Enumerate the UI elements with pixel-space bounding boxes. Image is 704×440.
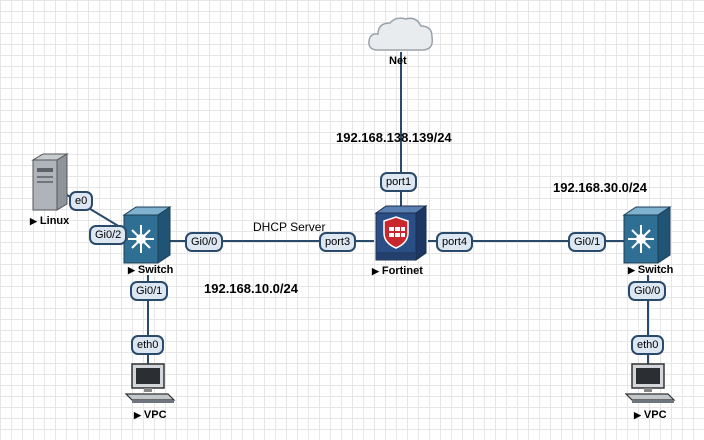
computer-icon[interactable] [624,362,678,404]
triangle-icon: ▶ [30,216,37,226]
port-label-vpc-left-eth0[interactable]: eth0 [131,335,165,355]
computer-icon[interactable] [124,362,178,404]
port-label-linux-e0[interactable]: e0 [69,191,94,211]
triangle-icon: ▶ [634,410,641,420]
switch-icon[interactable] [118,205,178,265]
port-label-fortinet-port3[interactable]: port3 [319,232,357,252]
triangle-icon: ▶ [128,265,135,275]
triangle-icon: ▶ [628,265,635,275]
vpc-right-label: ▶VPC [634,409,667,421]
net-label: Net [389,55,407,67]
switch-icon[interactable] [618,205,678,265]
port-label-switch-left-gi00[interactable]: Gi0/0 [185,232,224,252]
port-label-switch-right-gi00[interactable]: Gi0/0 [628,281,667,301]
fortinet-label: ▶Fortinet [372,265,423,277]
firewall-icon[interactable] [372,203,430,263]
right-subnet-label: 192.168.30.0/24 [553,180,647,195]
linux-label: ▶Linux [30,215,70,227]
port-label-fortinet-port4[interactable]: port4 [436,232,474,252]
vpc-left-label: ▶VPC [134,409,167,421]
cloud-icon[interactable] [366,14,436,54]
port-label-switch-left-gi01[interactable]: Gi0/1 [130,281,169,301]
triangle-icon: ▶ [372,266,379,276]
left-subnet-label: 192.168.10.0/24 [204,281,298,296]
wan-subnet-label: 192.168.138.139/24 [336,130,452,145]
port-label-fortinet-port1[interactable]: port1 [380,172,418,192]
port-label-switch-right-gi01[interactable]: Gi0/1 [568,232,607,252]
server-icon[interactable] [27,152,71,212]
switch-left-label: ▶Switch [128,264,174,276]
port-label-vpc-right-eth0[interactable]: eth0 [631,335,665,355]
dhcp-server-label: DHCP Server [253,220,326,234]
port-label-switch-left-gi02[interactable]: Gi0/2 [89,225,128,245]
triangle-icon: ▶ [134,410,141,420]
switch-right-label: ▶Switch [628,264,674,276]
